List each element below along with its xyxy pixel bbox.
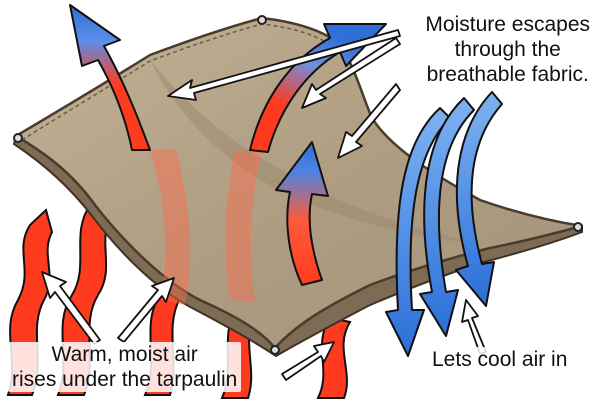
warm-air-column — [225, 150, 262, 302]
grommet-icon — [257, 15, 267, 25]
cool-air-arrow-icon — [385, 107, 451, 357]
pointer-arrow-icon — [167, 29, 401, 101]
warm-air-label-line-1: Warm, moist air — [51, 343, 198, 366]
rising-moisture-arrow-icon — [69, 4, 151, 151]
warm-air-wave-icon — [316, 316, 352, 399]
rising-moisture-arrow-icon — [249, 23, 387, 153]
pointer-arrow-icon — [301, 37, 401, 109]
cool-air-label: Lets cool air in — [428, 347, 572, 372]
grommet-icon — [573, 222, 583, 232]
pointer-arrows — [41, 29, 487, 381]
pointer-arrow-icon — [337, 83, 401, 159]
moisture-label-line-3: breathable fabric. — [426, 63, 589, 86]
grommet-icon — [270, 345, 280, 355]
rising-moisture-arrows — [69, 4, 387, 286]
pointer-arrow-icon — [41, 271, 101, 345]
warm-air-label: Warm, moist air rises under the tarpauli… — [8, 342, 242, 392]
moisture-label-line-2: through the — [454, 38, 561, 61]
pointer-arrow-icon — [461, 299, 487, 355]
rising-moisture-arrow-icon — [275, 141, 329, 286]
moisture-label: Moisture escapes through the breathable … — [421, 12, 594, 87]
cool-air-label-text: Lets cool air in — [432, 348, 568, 371]
pointer-arrow-icon — [117, 277, 175, 343]
cool-air-arrow-icon — [419, 97, 475, 337]
grommet-icon — [13, 133, 23, 143]
tarpaulin-hem — [21, 23, 335, 141]
pointer-arrow-icon — [281, 341, 335, 381]
warm-air-columns — [150, 150, 262, 305]
moisture-label-line-1: Moisture escapes — [425, 13, 590, 36]
cool-air-arrows — [385, 91, 503, 357]
cool-air-arrow-icon — [455, 91, 503, 307]
warm-air-label-line-2: rises under the tarpaulin — [12, 368, 238, 391]
warm-air-column — [150, 150, 191, 305]
